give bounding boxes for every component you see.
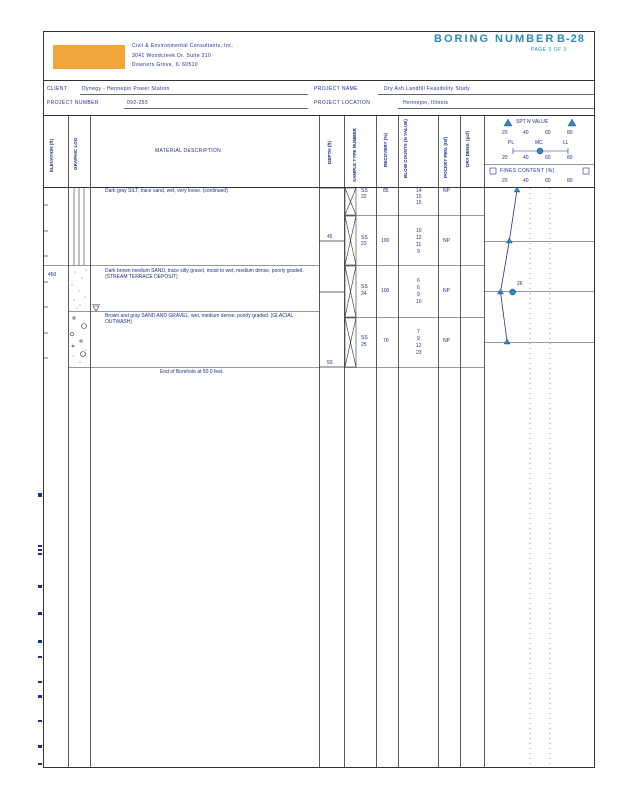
blow-count: 9 <box>417 249 420 255</box>
sample-number: 23 <box>361 241 367 247</box>
end-of-borehole: End of Borehole at 50.0 feet. <box>160 369 224 375</box>
mc-point <box>509 288 516 296</box>
header-elevation: ELEVATION (ft) <box>49 138 54 172</box>
blow-count: 12 <box>416 235 422 241</box>
blow-count: 6 <box>417 285 420 291</box>
pocket-pen: NP <box>443 188 450 194</box>
material-description: Dark gray SILT, trace sand, wet, very lo… <box>105 188 228 194</box>
project-number-label: PROJECT NUMBER <box>47 100 99 106</box>
ll-label: LL <box>563 140 569 146</box>
header-recovery: RECOVERY (%) <box>383 133 388 167</box>
sample-type: SS <box>361 335 368 341</box>
pocket-pen: NP <box>443 288 450 294</box>
project-name-label: PROJECT NAME <box>314 86 358 92</box>
client-label: CLIENT <box>47 86 68 92</box>
fines-label: FINES CONTENT (%) <box>500 168 555 174</box>
sample-recovery: 70 <box>383 338 389 344</box>
scale-bot-80: 80 <box>567 178 573 184</box>
sample-recovery: 100 <box>381 288 390 294</box>
page-indicator: PAGE 3 OF 3 <box>531 47 567 53</box>
blow-count: 10 <box>416 299 422 305</box>
sample-recovery: 100 <box>381 238 390 244</box>
scale-bot-60: 60 <box>545 178 551 184</box>
scale-top-80: 80 <box>567 130 573 136</box>
scale-bot-40: 40 <box>523 178 529 184</box>
blow-count: 7 <box>417 329 420 335</box>
sample-type: SS <box>361 284 368 290</box>
depth-marker-50: 50 <box>327 360 333 366</box>
elevation-marker: 450 <box>48 272 57 278</box>
spt-label: SPT N VALUE <box>516 119 549 125</box>
sample-type: SS <box>361 235 368 241</box>
blow-count: 15 <box>416 194 422 200</box>
header-material: MATERIAL DESCRIPTION <box>155 148 222 154</box>
header-dry-dens: DRY DENS. (pcf) <box>465 131 470 167</box>
spt-series-line <box>500 189 518 343</box>
pl-label: PL <box>508 140 515 146</box>
pocket-pen: NP <box>443 238 450 244</box>
sample-number: 22 <box>361 194 367 200</box>
scale-top-20: 20 <box>502 130 508 136</box>
boring-label: BORING NUMBER <box>434 33 556 45</box>
blow-count: 9 <box>417 292 420 298</box>
header-sample: SAMPLE TYPE NUMBER <box>352 128 357 182</box>
blow-count: 11 <box>416 242 422 248</box>
scale-top-60: 60 <box>545 130 551 136</box>
blow-count: 12 <box>416 343 422 349</box>
client-value: Dynegy - Hennepin Power Station <box>82 86 170 92</box>
blow-count: 6 <box>417 278 420 284</box>
scale-mid-20: 20 <box>502 155 508 161</box>
scale-bot-20: 20 <box>502 178 508 184</box>
company-name: Civil & Environmental Consultants, Inc. <box>132 43 234 49</box>
mc-label: MC <box>535 140 543 146</box>
company-address: 3041 Woodcreek Dr. Suite 210 <box>132 53 212 59</box>
blow-count: 14 <box>416 188 422 194</box>
header-graphic-log: GRAPHIC LOG <box>73 137 78 170</box>
sample-recovery: 85 <box>383 188 389 194</box>
scale-mid-40: 40 <box>523 155 529 161</box>
spt-point <box>497 288 504 295</box>
company-logo <box>53 45 125 69</box>
blow-count: 23 <box>416 350 422 356</box>
scale-top-40: 40 <box>523 130 529 136</box>
spt-point <box>503 338 511 345</box>
project-location-value: Hennepin, Illinois <box>403 100 449 106</box>
boring-number: B-28 <box>557 33 585 45</box>
header-blow-counts: BLOW COUNTS (N VALUE) <box>403 119 408 178</box>
spt-point <box>505 237 513 244</box>
scale-mid-60: 60 <box>545 155 551 161</box>
project-name-value: Dry Ash Landfill Feasibility Study <box>384 86 471 92</box>
sample-type: SS <box>361 188 368 194</box>
sample-number: 25 <box>361 342 367 348</box>
mc-value-label: 26 <box>517 281 523 287</box>
material-description: Brown and gray SAND AND GRAVEL, wet, med… <box>105 313 294 325</box>
material-description: Dark brown medium SAND, trace silty grav… <box>105 268 304 280</box>
pocket-pen: NP <box>443 338 450 344</box>
header-pocket-pen: POCKET PEN. (tsf) <box>443 136 448 178</box>
depth-marker-45: 45 <box>327 234 333 240</box>
project-location-label: PROJECT LOCATION <box>314 100 371 106</box>
sample-number: 24 <box>361 291 367 297</box>
blow-count: 9 <box>417 336 420 342</box>
company-city: Downers Grove, IL 60510 <box>132 62 198 68</box>
header-depth: DEPTH (ft) <box>327 141 332 164</box>
project-number-value: 092-255 <box>127 100 149 106</box>
scale-mid-80: 80 <box>567 155 573 161</box>
blow-count: 15 <box>416 200 422 206</box>
blow-count: 10 <box>416 228 422 234</box>
spt-point <box>513 186 521 193</box>
